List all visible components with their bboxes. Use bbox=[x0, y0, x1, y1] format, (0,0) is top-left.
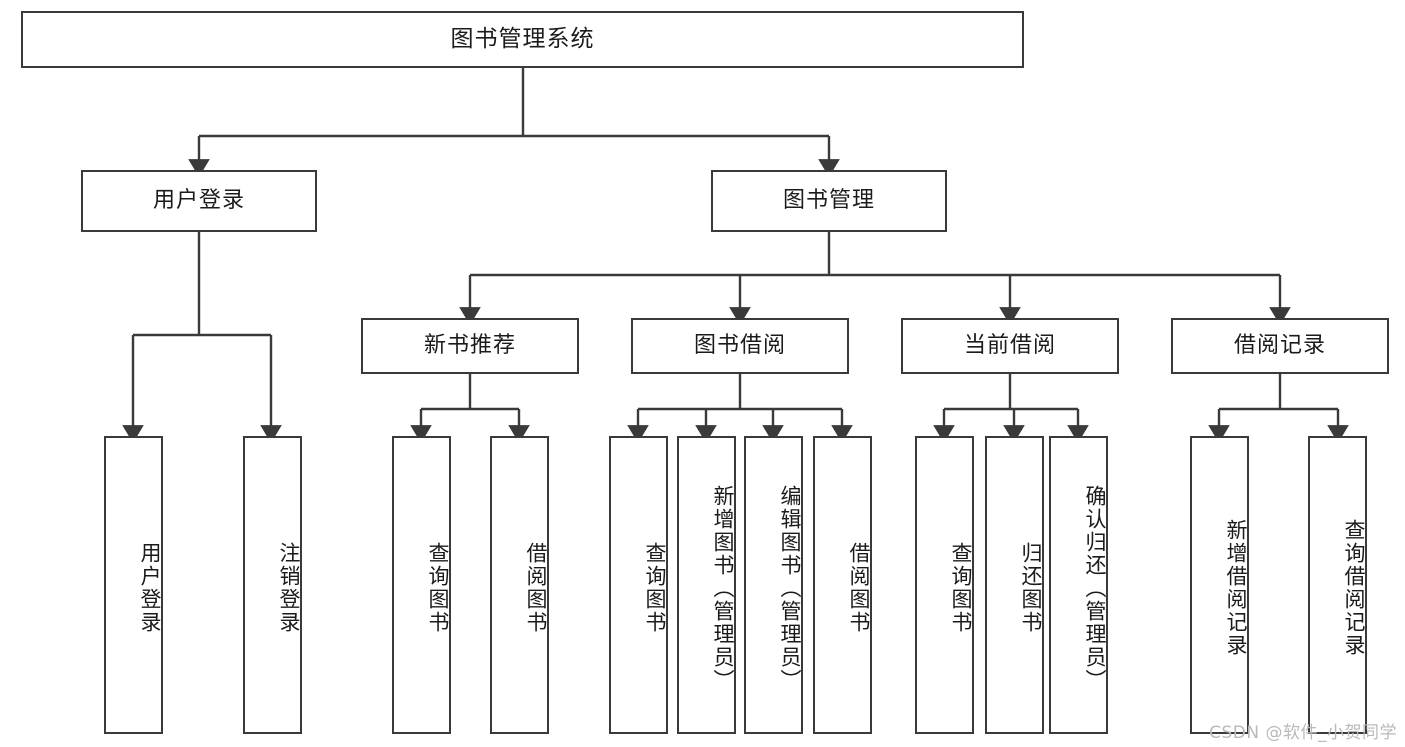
csdn-watermark: CSDN @软件_小贺同学 bbox=[1209, 723, 1397, 743]
leaf-label: 注销登录 bbox=[277, 542, 301, 634]
node-current-borrow[interactable]: 当前借阅 bbox=[901, 318, 1119, 374]
leaf-borrow-book-1[interactable]: 借阅图书 bbox=[490, 436, 549, 734]
leaf-return-book[interactable]: 归还图书 bbox=[985, 436, 1044, 734]
leaf-label: 查询借阅记录 bbox=[1342, 519, 1366, 657]
leaf-add-book[interactable]: 新增图书（管理员） bbox=[677, 436, 736, 734]
leaf-user-logout[interactable]: 注销登录 bbox=[243, 436, 302, 734]
node-root-system[interactable]: 图书管理系统 bbox=[21, 11, 1024, 68]
node-book-manage[interactable]: 图书管理 bbox=[711, 170, 947, 232]
node-user-login[interactable]: 用户登录 bbox=[81, 170, 317, 232]
leaf-label: 查询图书 bbox=[426, 542, 450, 634]
leaf-edit-book[interactable]: 编辑图书（管理员） bbox=[744, 436, 803, 734]
leaf-borrow-book-2[interactable]: 借阅图书 bbox=[813, 436, 872, 734]
leaf-label: 编辑图书（管理员） bbox=[778, 484, 802, 692]
leaf-query-book-3[interactable]: 查询图书 bbox=[915, 436, 974, 734]
leaf-add-record[interactable]: 新增借阅记录 bbox=[1190, 436, 1249, 734]
leaf-label: 借阅图书 bbox=[524, 542, 548, 634]
leaf-confirm-return[interactable]: 确认归还（管理员） bbox=[1049, 436, 1108, 734]
leaf-query-book-2[interactable]: 查询图书 bbox=[609, 436, 668, 734]
leaf-label: 确认归还（管理员） bbox=[1083, 484, 1107, 692]
leaf-label: 新增图书（管理员） bbox=[711, 484, 735, 692]
leaf-query-record[interactable]: 查询借阅记录 bbox=[1308, 436, 1367, 734]
leaf-label: 新增借阅记录 bbox=[1224, 519, 1248, 657]
leaf-label: 用户登录 bbox=[138, 542, 162, 634]
leaf-label: 归还图书 bbox=[1019, 542, 1043, 634]
leaf-user-login[interactable]: 用户登录 bbox=[104, 436, 163, 734]
node-borrow-record[interactable]: 借阅记录 bbox=[1171, 318, 1389, 374]
leaf-label: 借阅图书 bbox=[847, 542, 871, 634]
leaf-query-book-1[interactable]: 查询图书 bbox=[392, 436, 451, 734]
node-book-borrow[interactable]: 图书借阅 bbox=[631, 318, 849, 374]
leaf-label: 查询图书 bbox=[643, 542, 667, 634]
node-new-book-rec[interactable]: 新书推荐 bbox=[361, 318, 579, 374]
leaf-label: 查询图书 bbox=[949, 542, 973, 634]
